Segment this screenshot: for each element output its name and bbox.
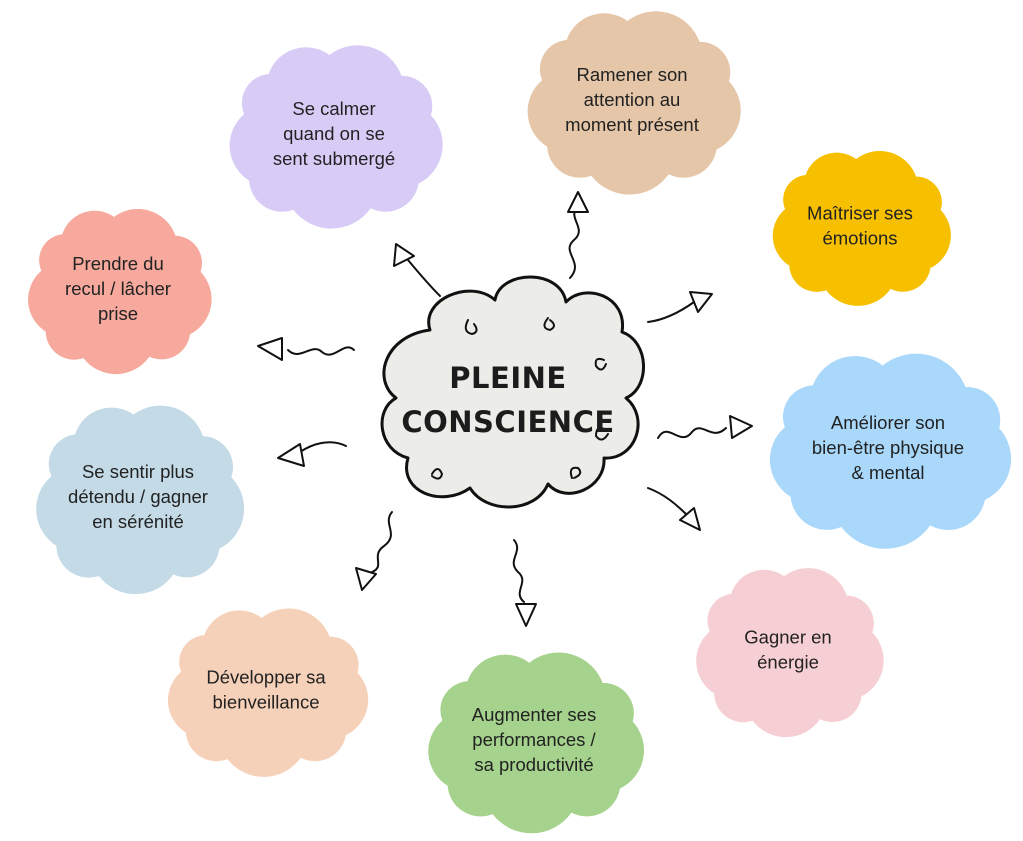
center-cloud: PLEINE CONSCIENCE [380, 275, 645, 509]
cloud-energie: Gagner en énergie [696, 568, 884, 738]
center-title-line1: PLEINE [449, 361, 566, 395]
cloud-performances-text-line: performances / [472, 729, 596, 750]
cloud-recul-text-line: recul / lâcher [65, 278, 171, 299]
arrow-to-emotions [647, 291, 713, 323]
cloud-attention-shape [527, 11, 741, 195]
cloud-performances-shape [428, 652, 644, 834]
arrow-to-serenite [277, 441, 347, 467]
cloud-energie-text-line: énergie [757, 652, 819, 673]
cloud-calmer-text-line: Se calmer [292, 98, 375, 119]
cloud-bienveillance-shape [167, 608, 369, 777]
cloud-calmer-shape [229, 45, 443, 229]
arrow-to-bienetre [657, 415, 753, 439]
center-curl-1 [464, 319, 478, 335]
peripheral-clouds: Ramener son attention au moment présentMaî… [28, 11, 1012, 834]
cloud-attention-text-line: moment présent [565, 114, 699, 135]
cloud-recul-shape [28, 208, 212, 375]
cloud-performances-text-line: sa productivité [474, 754, 593, 775]
cloud-energie-shape [696, 568, 884, 738]
arrow-to-recul [257, 337, 355, 361]
center-curl-4 [595, 427, 609, 441]
cloud-bienetre-shape [769, 353, 1012, 549]
cloud-performances: Augmenter ses performances / sa productivi… [428, 652, 644, 834]
center-curl-5 [569, 466, 582, 479]
cloud-emotions-text-line: émotions [822, 228, 897, 249]
cloud-serenite-text-line: Se sentir plus [82, 461, 194, 482]
arrow-to-calmer [393, 243, 441, 297]
cloud-calmer: Se calmer quand on se sent submergé [229, 45, 443, 229]
cloud-bienetre: Améliorer son bien-être physique & mental [769, 353, 1012, 549]
arrows [257, 191, 753, 627]
arrow-to-performances [512, 539, 537, 627]
cloud-attention-text-line: Ramener son [576, 64, 687, 85]
cloud-bienveillance-text-line: Développer sa [206, 667, 326, 688]
cloud-attention-text-line: attention au [584, 89, 681, 110]
cloud-serenite: Se sentir plus détendu / gagner en sérénit… [36, 405, 245, 595]
arrow-to-attention [567, 191, 589, 279]
cloud-emotions-text-line: Maîtriser ses [807, 203, 913, 224]
cloud-serenite-shape [36, 405, 245, 595]
cloud-serenite-text-line: en sérénité [92, 511, 184, 532]
cloud-serenite-text-line: détendu / gagner [68, 486, 208, 507]
center-curl-6 [431, 468, 443, 480]
arrow-to-energie [647, 487, 701, 531]
center-title-line2: CONSCIENCE [401, 405, 614, 439]
center-curl-3 [594, 357, 607, 371]
cloud-calmer-text-line: sent submergé [273, 148, 395, 169]
center-curl-2 [543, 317, 555, 331]
cloud-bienetre-text-line: & mental [851, 462, 924, 483]
cloud-recul: Prendre du recul / lâcher prise [28, 208, 212, 375]
cloud-bienetre-text-line: bien-être physique [812, 437, 964, 458]
arrow-to-bienveillance [355, 511, 393, 591]
cloud-energie-text-line: Gagner en [744, 627, 831, 648]
cloud-performances-text-line: Augmenter ses [472, 704, 596, 725]
cloud-bienveillance: Développer sa bienveillance [167, 608, 369, 777]
center-cloud-shape [380, 275, 645, 509]
cloud-emotions: Maîtriser ses émotions [772, 150, 951, 306]
cloud-emotions-shape [772, 150, 951, 306]
cloud-calmer-text-line: quand on se [283, 123, 385, 144]
cloud-bienetre-text-line: Améliorer son [831, 412, 945, 433]
cloud-recul-text-line: Prendre du [72, 253, 164, 274]
cloud-bienveillance-text-line: bienveillance [213, 692, 320, 713]
cloud-recul-text-line: prise [98, 303, 138, 324]
cloud-attention: Ramener son attention au moment présent [527, 11, 741, 195]
